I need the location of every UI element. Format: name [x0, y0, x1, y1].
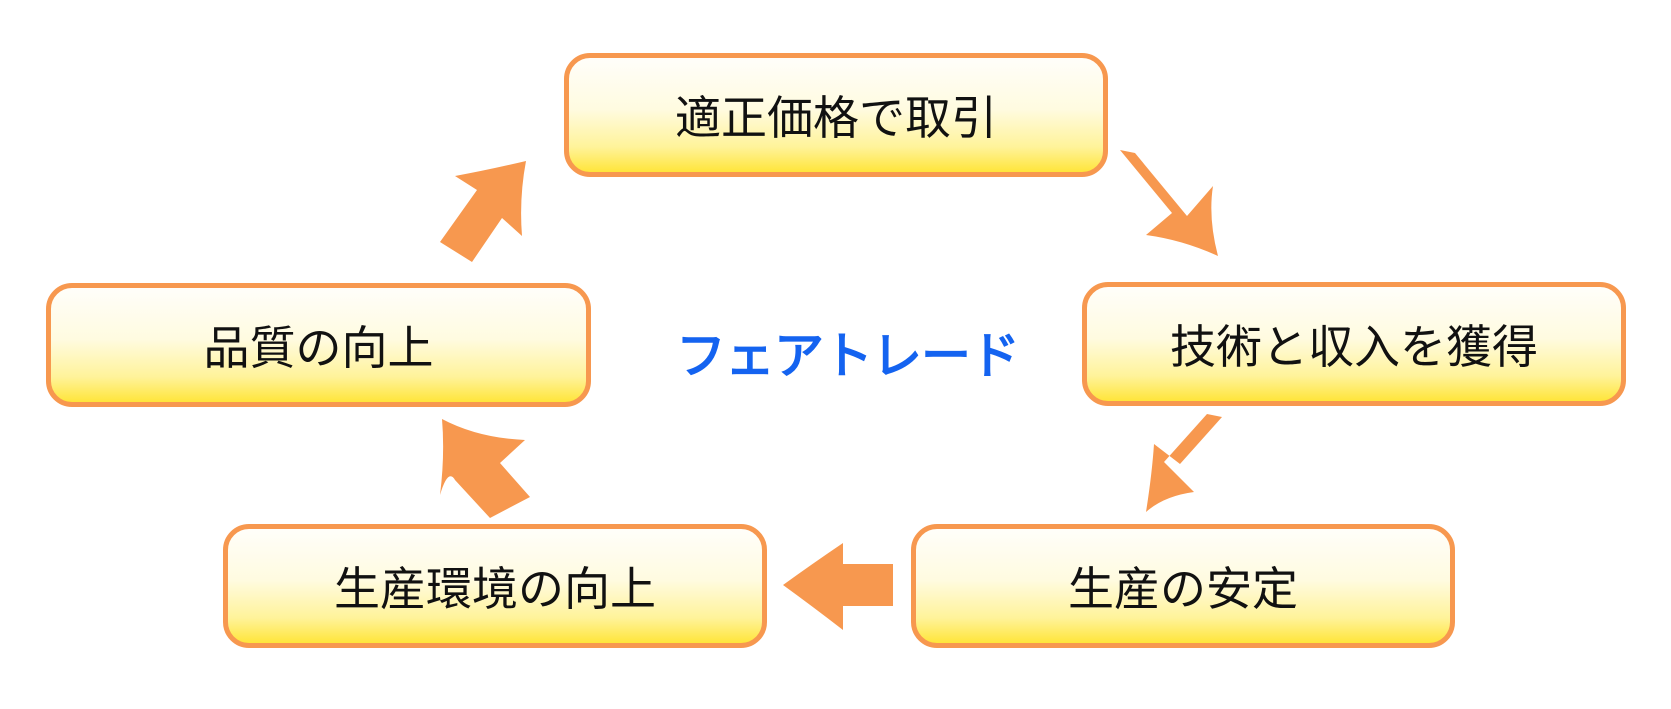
node-fair-price: 適正価格で取引	[564, 53, 1108, 177]
center-label-fair-trade: フェアトレード	[676, 327, 1020, 385]
arrow-quality-to-price	[440, 161, 526, 262]
node-quality-improvement: 品質の向上	[46, 283, 591, 407]
node-skills-income: 技術と収入を獲得	[1082, 282, 1626, 406]
arrow-environment-to-quality	[440, 419, 530, 518]
node-stable-production: 生産の安定	[911, 524, 1455, 648]
arrow-income-to-stable	[1146, 414, 1222, 512]
arrow-price-to-income	[1120, 150, 1218, 256]
arrow-stable-to-environment	[783, 543, 893, 630]
node-production-environment: 生産環境の向上	[223, 524, 767, 648]
